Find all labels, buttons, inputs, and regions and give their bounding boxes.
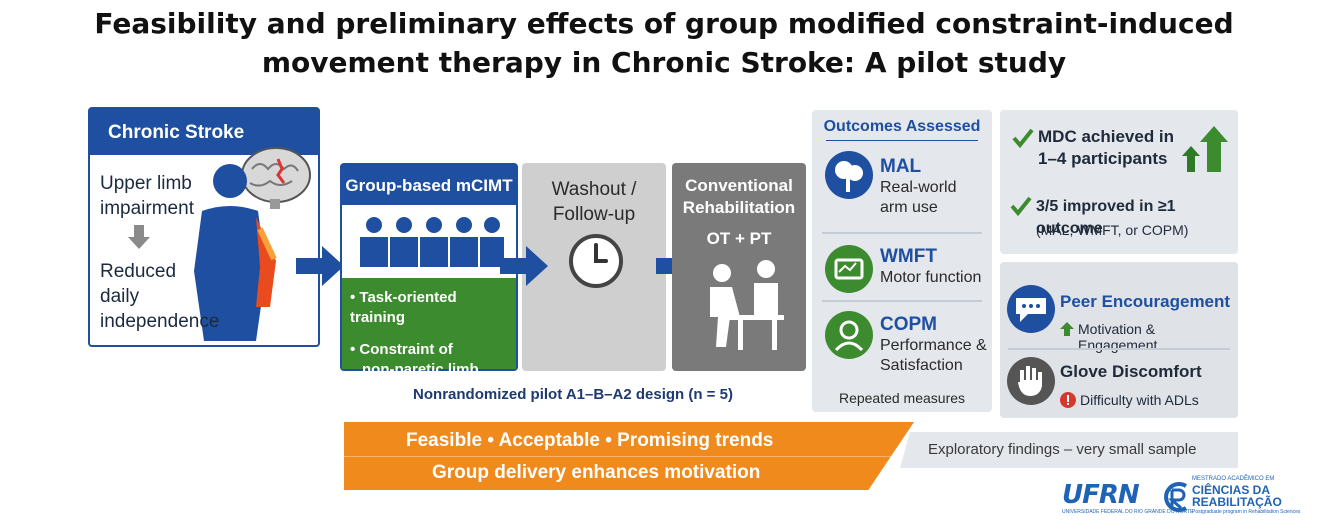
mcimt-item-2-cont: non-paretic limb	[362, 361, 479, 378]
ciencias-label: CIÊNCIAS DA REABILITAÇÃO	[1192, 484, 1282, 508]
glove-icon	[1007, 357, 1055, 405]
outcome-copm-name: COPM	[880, 314, 937, 335]
person-silhouette	[194, 164, 277, 341]
outcome-mal-desc-2: arm use	[880, 199, 938, 216]
summary-divider	[344, 456, 914, 457]
chronic-stroke-card: Chronic Stroke Upper limb impairment Red…	[88, 107, 320, 347]
note-bar: Exploratory findings – very small sample	[900, 432, 1238, 468]
summary-line-2: Group delivery enhances motivation	[432, 462, 761, 483]
mcimt-header: Group-based mCIMT	[342, 165, 516, 205]
checkmark-icon-2	[1010, 196, 1032, 216]
motor-function-icon	[825, 245, 873, 293]
arrow-right-icon	[296, 246, 344, 286]
outcome-wmft-name: WMFT	[880, 246, 937, 267]
therapy-session-icon	[710, 260, 784, 350]
mcimt-components: • Task-oriented training • Constraint of…	[342, 278, 516, 378]
postgraduate-label: Postgraduate program in Rehabilitation S…	[1192, 509, 1301, 515]
outcome-copm-desc-1: Performance &	[880, 337, 987, 354]
result-mdc-line-2: 1–4 participants	[1038, 149, 1168, 168]
person-with-brain-icon	[194, 147, 311, 341]
ciencias-line-2: REABILITAÇÃO	[1192, 495, 1282, 509]
study-design-text: Nonrandomized pilot A1–B–A2 design (n = …	[413, 386, 733, 403]
alert-icon	[1060, 392, 1076, 408]
outcomes-separator-1	[822, 232, 982, 234]
brain-icon	[241, 147, 311, 209]
tree-icon	[825, 151, 873, 199]
conventional-line-2: Rehabilitation	[682, 198, 796, 217]
outcomes-footer: Repeated measures	[838, 390, 966, 406]
washout-line-1: Washout /	[551, 179, 637, 200]
speech-bubble-icon	[1007, 285, 1055, 333]
washout-box: Washout / Follow-up	[522, 163, 666, 371]
title-line-2: movement therapy in Chronic Stroke: A pi…	[261, 46, 1067, 79]
stroke-line-2: impairment	[100, 198, 194, 219]
conventional-line-1: Conventional	[685, 176, 793, 195]
conventional-label: Conventional Rehabilitation	[672, 175, 806, 219]
mcimt-item-2: • Constraint of	[350, 341, 453, 358]
conventional-rehab-box: Conventional Rehabilitation OT + PT	[672, 163, 806, 371]
stroke-line-3: Reduced	[100, 261, 177, 282]
clock-icon	[569, 234, 623, 288]
ufrn-logo: UFRN	[1062, 480, 1140, 510]
outcome-copm: COPM Performance & Satisfaction	[880, 314, 987, 376]
mestrado-label: MESTRADO ACADÊMICO EM	[1192, 476, 1275, 482]
stroke-line-4: daily	[100, 286, 140, 307]
ufrn-logo-sub: UNIVERSIDADE FEDERAL DO RIO GRANDE DO NO…	[1062, 509, 1194, 515]
peer-encouragement-title: Peer Encouragement	[1060, 292, 1231, 311]
summary-line-1: Feasible • Acceptable • Promising trends	[406, 430, 774, 451]
outcome-mal: MAL Real-world arm use	[880, 156, 956, 218]
checkmark-icon	[1012, 128, 1034, 148]
stroke-impairment-text: Upper limb impairment	[100, 171, 194, 221]
up-arrows-icon	[1182, 126, 1228, 172]
qualitative-separator	[1008, 348, 1230, 350]
outcomes-separator-2	[822, 300, 982, 302]
group-mcimt-box: Group-based mCIMT • Task-oriented traini…	[340, 163, 518, 378]
glove-discomfort-title: Glove Discomfort	[1060, 362, 1202, 381]
exploratory-note: Exploratory findings – very small sample	[928, 441, 1197, 458]
stroke-line-1: Upper limb	[100, 173, 192, 194]
outcome-wmft-desc-1: Motor function	[880, 269, 982, 286]
result-improved: 3/5 improved in ≥1 outcome	[1036, 198, 1176, 237]
result-mdc: MDC achieved in 1–4 participants	[1038, 126, 1174, 170]
ciencias-line-1: CIÊNCIAS DA	[1192, 483, 1271, 497]
outcomes-panel: Outcomes Assessed MAL Real-world arm use…	[812, 110, 992, 412]
chronic-stroke-header: Chronic Stroke	[90, 109, 318, 155]
up-arrow-icon	[1060, 322, 1074, 336]
arrow-down-icon	[128, 225, 150, 249]
result-mdc-line-1: MDC achieved in	[1038, 127, 1175, 146]
conventional-sub: OT + PT	[706, 229, 772, 248]
title-line-1: Feasibility and preliminary effects of g…	[94, 7, 1234, 40]
person-performance-icon	[825, 311, 873, 359]
page-title: Feasibility and preliminary effects of g…	[0, 4, 1328, 82]
group-people-icon	[360, 217, 504, 267]
stroke-line-5: independence	[100, 311, 220, 332]
outcome-copm-desc-2: Satisfaction	[880, 357, 963, 374]
summary-bar: Feasible • Acceptable • Promising trends…	[344, 422, 914, 490]
glove-discomfort-sub: Difficulty with ADLs	[1080, 392, 1199, 408]
rehab-program-logo-icon	[1164, 482, 1188, 512]
results-panel: MDC achieved in 1–4 participants 3/5 imp…	[1000, 110, 1238, 254]
outcome-mal-desc-1: Real-world	[880, 179, 957, 196]
outcomes-title: Outcomes Assessed	[823, 118, 981, 135]
outcome-mal-name: MAL	[880, 156, 922, 177]
stroke-outcome-text: Reduced daily independence	[100, 259, 219, 334]
arrow-right-icon-2	[500, 246, 548, 286]
washout-label: Washout / Follow-up	[522, 177, 666, 227]
outcomes-divider	[826, 140, 978, 141]
mcimt-item-1: • Task-oriented training	[350, 289, 457, 326]
qualitative-panel: Peer Encouragement Motivation & Engageme…	[1000, 262, 1238, 418]
washout-line-2: Follow-up	[552, 204, 636, 225]
outcome-wmft: WMFT Motor function	[880, 246, 981, 288]
result-improved-sub: (MAL, WMFT, or COPM)	[1036, 222, 1189, 238]
